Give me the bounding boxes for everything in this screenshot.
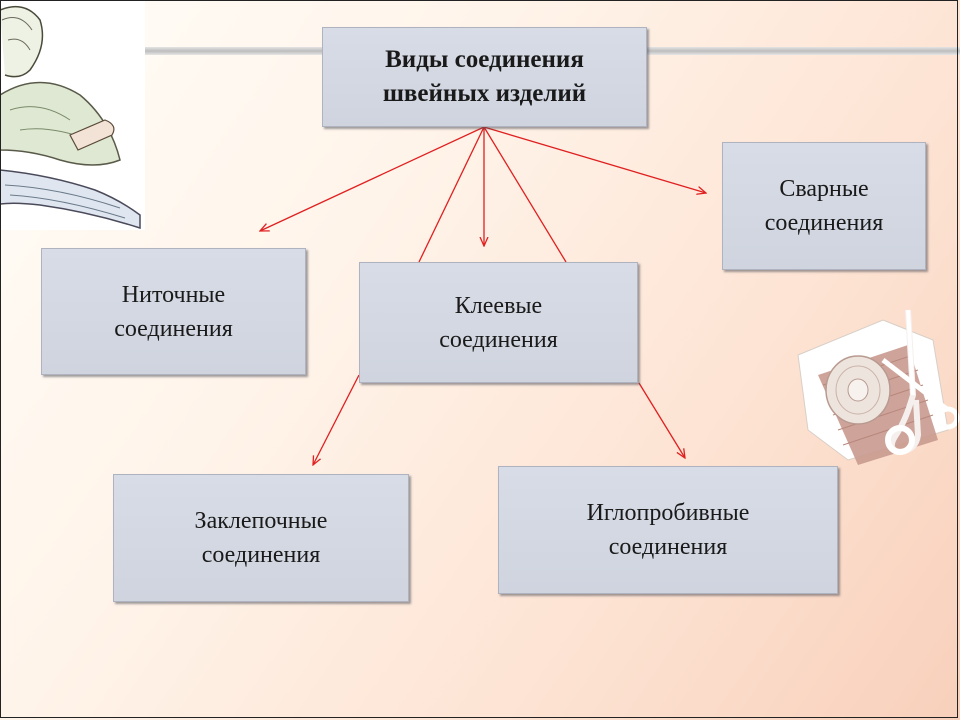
node-glue-joints: Клеевые соединения bbox=[359, 262, 638, 383]
arrow-to-weld bbox=[483, 126, 706, 193]
node-needle-punched-joints: Иглопробивные соединения bbox=[498, 466, 838, 594]
node-rivet-joints: Заклепочные соединения bbox=[113, 474, 409, 602]
node-label: Клеевые соединения bbox=[439, 292, 558, 353]
node-label: Сварные соединения bbox=[764, 176, 884, 236]
thread-spool-scissors-illustration bbox=[797, 309, 960, 465]
person-sketch-illustration bbox=[0, 0, 145, 230]
node-label: Иглопробивные соединения bbox=[586, 500, 750, 560]
arrow-to-rivet bbox=[313, 374, 360, 465]
line-to-glue-left bbox=[418, 126, 485, 263]
node-label: Заклепочные соединения bbox=[194, 508, 328, 568]
arrow-to-needle bbox=[638, 382, 685, 458]
diagram-title: Виды соединения швейных изделий bbox=[382, 46, 587, 107]
line-to-glue-right bbox=[483, 126, 567, 263]
node-welded-joints: Сварные соединения bbox=[722, 142, 926, 270]
node-thread-joints: Ниточные соединения bbox=[41, 248, 306, 375]
diagram-title-box: Виды соединения швейных изделий bbox=[322, 27, 647, 127]
arrow-to-thread bbox=[260, 126, 485, 231]
node-label: Ниточные соединения bbox=[114, 281, 233, 342]
